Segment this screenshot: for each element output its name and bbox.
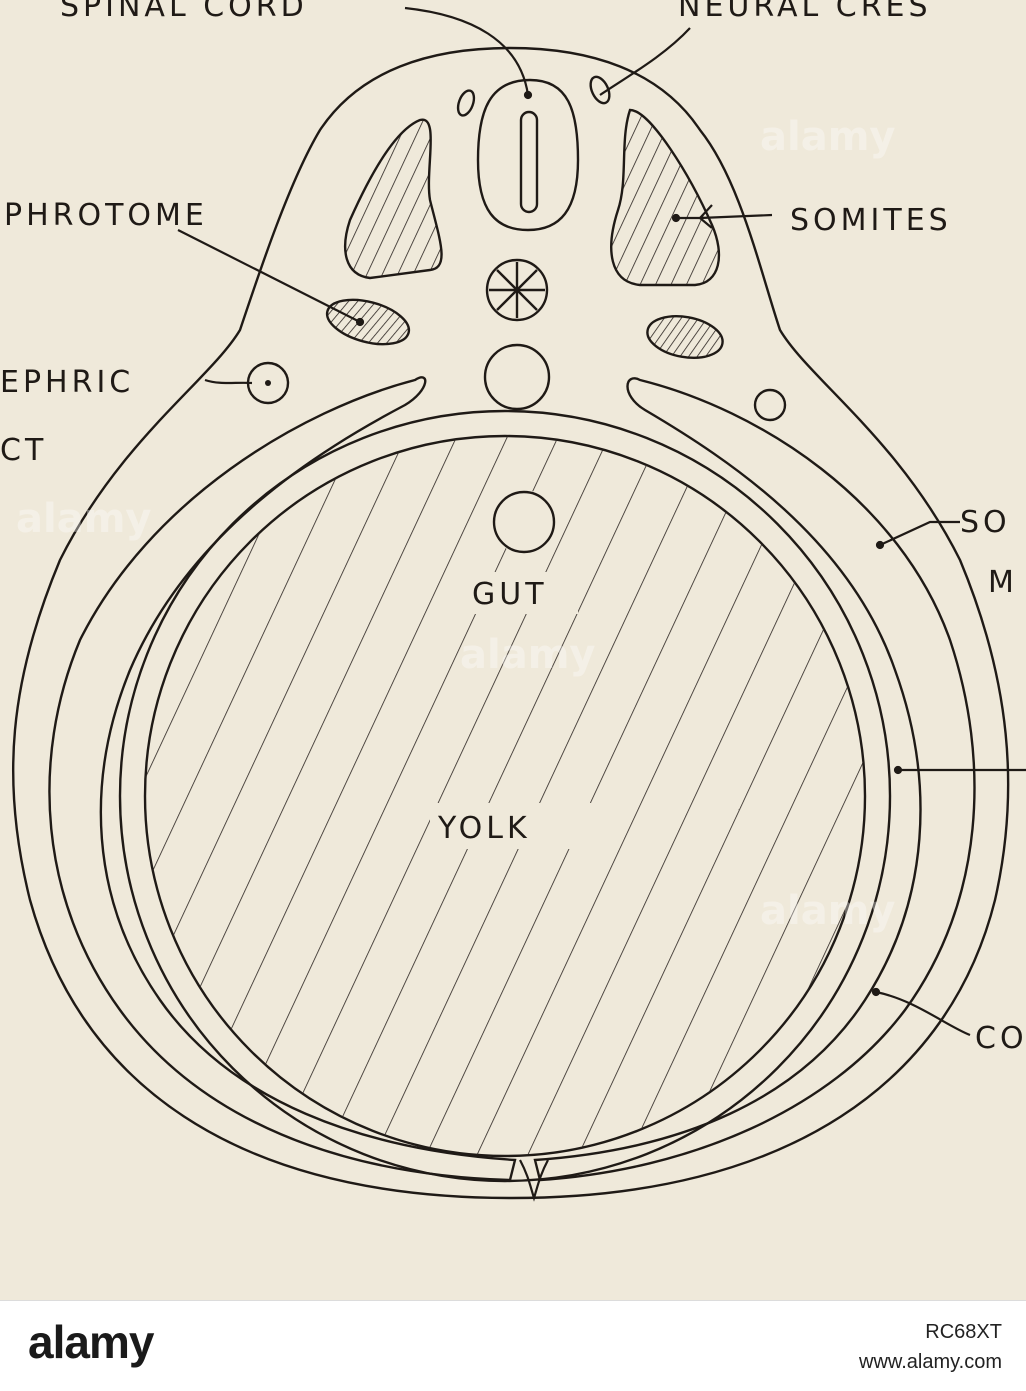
- label-nephrotome: PHROTOME: [4, 198, 208, 233]
- somatic-layer-right: [533, 377, 976, 1182]
- diagram-canvas: SPINAL CORD NEURAL CRES PHROTOME SOMITES…: [0, 0, 1026, 1202]
- label-somatic-line1: SO: [960, 505, 1011, 540]
- nephrotome-left: [325, 298, 411, 346]
- watermark-3: alamy: [760, 114, 895, 160]
- embryo-cross-section-figure: SPINAL CORD NEURAL CRES PHROTOME SOMITES…: [0, 0, 1026, 1202]
- notochord: [485, 258, 549, 322]
- nephric-duct-right: [753, 388, 787, 422]
- label-spinal-cord: SPINAL CORD: [60, 0, 308, 24]
- neural-crest-right: [589, 75, 611, 105]
- somite-right: [610, 108, 721, 287]
- yolk-hatching: [145, 436, 865, 1156]
- leader-coelom: [875, 990, 971, 1037]
- label-somites: SOMITES: [790, 203, 952, 238]
- dorsal-aorta: [483, 343, 551, 411]
- watermark-1: alamy: [16, 496, 151, 542]
- leader-nephrotome: [177, 229, 361, 323]
- spinal-cord: [476, 78, 580, 232]
- neural-canal: [519, 110, 539, 214]
- splanchnic-layer: [118, 409, 892, 1183]
- watermark-4: alamy: [760, 888, 895, 934]
- nephrotome-right: [646, 315, 724, 359]
- label-neural-crest: NEURAL CRES: [678, 0, 932, 24]
- label-coelom: CO: [975, 1021, 1026, 1056]
- label-nephric-duct-line1: EPHRIC: [0, 365, 134, 400]
- leader-somatic-mesoderm: [879, 520, 960, 546]
- gut: [492, 490, 556, 554]
- label-yolk: YOLK: [437, 811, 531, 846]
- label-gut: GUT: [472, 577, 548, 612]
- footer-meta: RC68XT www.alamy.com: [859, 1317, 1002, 1377]
- site-url: www.alamy.com: [859, 1351, 1002, 1373]
- alamy-logo: alamy: [28, 1316, 154, 1368]
- leader-nephric-duct: [204, 378, 253, 385]
- outer-ectoderm-outline: [11, 46, 1010, 1200]
- label-somatic-line2: M: [988, 565, 1018, 600]
- neural-crest-left: [456, 89, 476, 117]
- leader-neural-crest: [599, 27, 691, 96]
- somite-left: [343, 118, 443, 280]
- stock-footer-bar: alamy RC68XT www.alamy.com: [0, 1300, 1026, 1391]
- image-id: RC68XT: [925, 1321, 1002, 1343]
- leader-spinal-cord: [404, 6, 530, 96]
- label-nephric-duct-line2: CT: [0, 433, 47, 468]
- watermark-2: alamy: [460, 632, 595, 678]
- ventral-midline: [519, 1159, 549, 1202]
